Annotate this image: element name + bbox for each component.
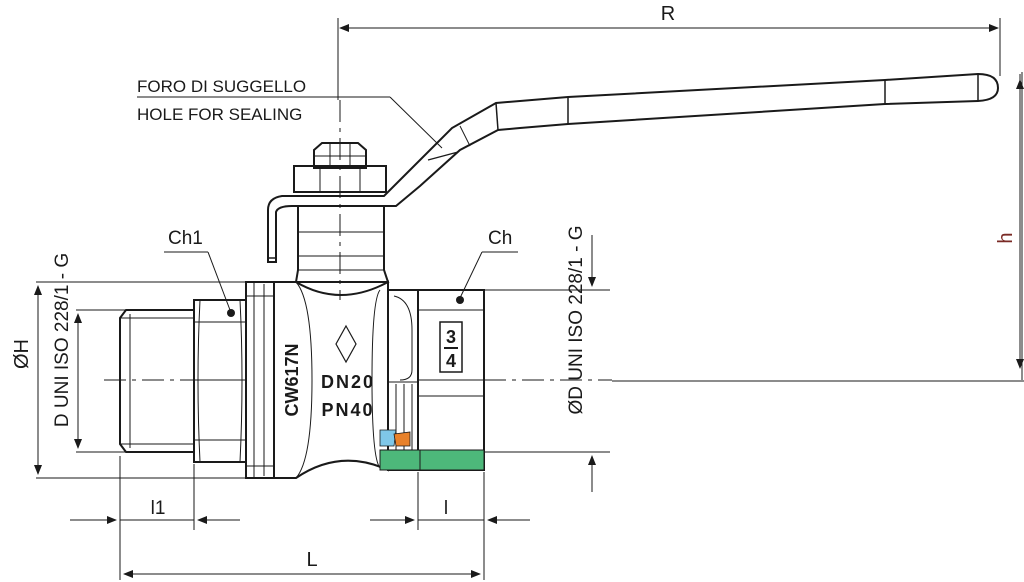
valve-handle <box>267 72 1000 263</box>
dimension-h-label: h <box>995 232 1017 243</box>
dimension-od-label: ØD UNI ISO 228/1 - G <box>566 226 587 415</box>
dn-marking: DN20 <box>321 372 375 392</box>
center-axis <box>104 100 612 381</box>
dimension-d-label: D UNI ISO 228/1 - G <box>52 253 73 427</box>
dimension-l1: l1 <box>70 456 240 580</box>
dimension-r-label: R <box>661 3 675 25</box>
dimension-l: L <box>123 549 481 578</box>
seat-gasket <box>379 429 485 471</box>
dimension-h: h <box>612 72 1024 382</box>
size-fraction-top: 3 <box>446 327 456 347</box>
dimension-l-small: l <box>370 472 530 580</box>
ch-callout: Ch <box>459 228 518 299</box>
dimension-oh-label: ØH <box>11 339 33 369</box>
ch1-label: Ch1 <box>168 228 203 249</box>
hole-label: HOLE FOR SEALING <box>137 105 302 124</box>
stem-neck <box>294 205 390 283</box>
dimension-r: R <box>337 3 1001 100</box>
ch1-callout: Ch1 <box>164 228 231 311</box>
male-thread-end <box>119 309 195 453</box>
dimension-l-label: L <box>306 549 317 571</box>
dimension-d: D UNI ISO 228/1 - G <box>52 253 126 453</box>
ch-label: Ch <box>488 228 512 249</box>
size-fraction-bottom: 4 <box>446 351 456 371</box>
dimension-od: ØD UNI ISO 228/1 - G <box>484 226 610 492</box>
dimension-l1-label: l1 <box>151 498 166 519</box>
dimension-oh: ØH <box>11 281 246 479</box>
sealing-hole-callout: FORO DI SUGGELLO HOLE FOR SEALING <box>137 77 459 161</box>
valve-body: DN20 PN40 CW617N <box>273 280 389 479</box>
foro-label: FORO DI SUGGELLO <box>137 77 306 96</box>
pn-marking: PN40 <box>321 400 374 420</box>
material-marking: CW617N <box>282 343 302 416</box>
left-hex-ch1 <box>193 299 247 463</box>
dimension-l-small-label: l <box>444 498 448 519</box>
body-flange-ring <box>245 281 275 479</box>
